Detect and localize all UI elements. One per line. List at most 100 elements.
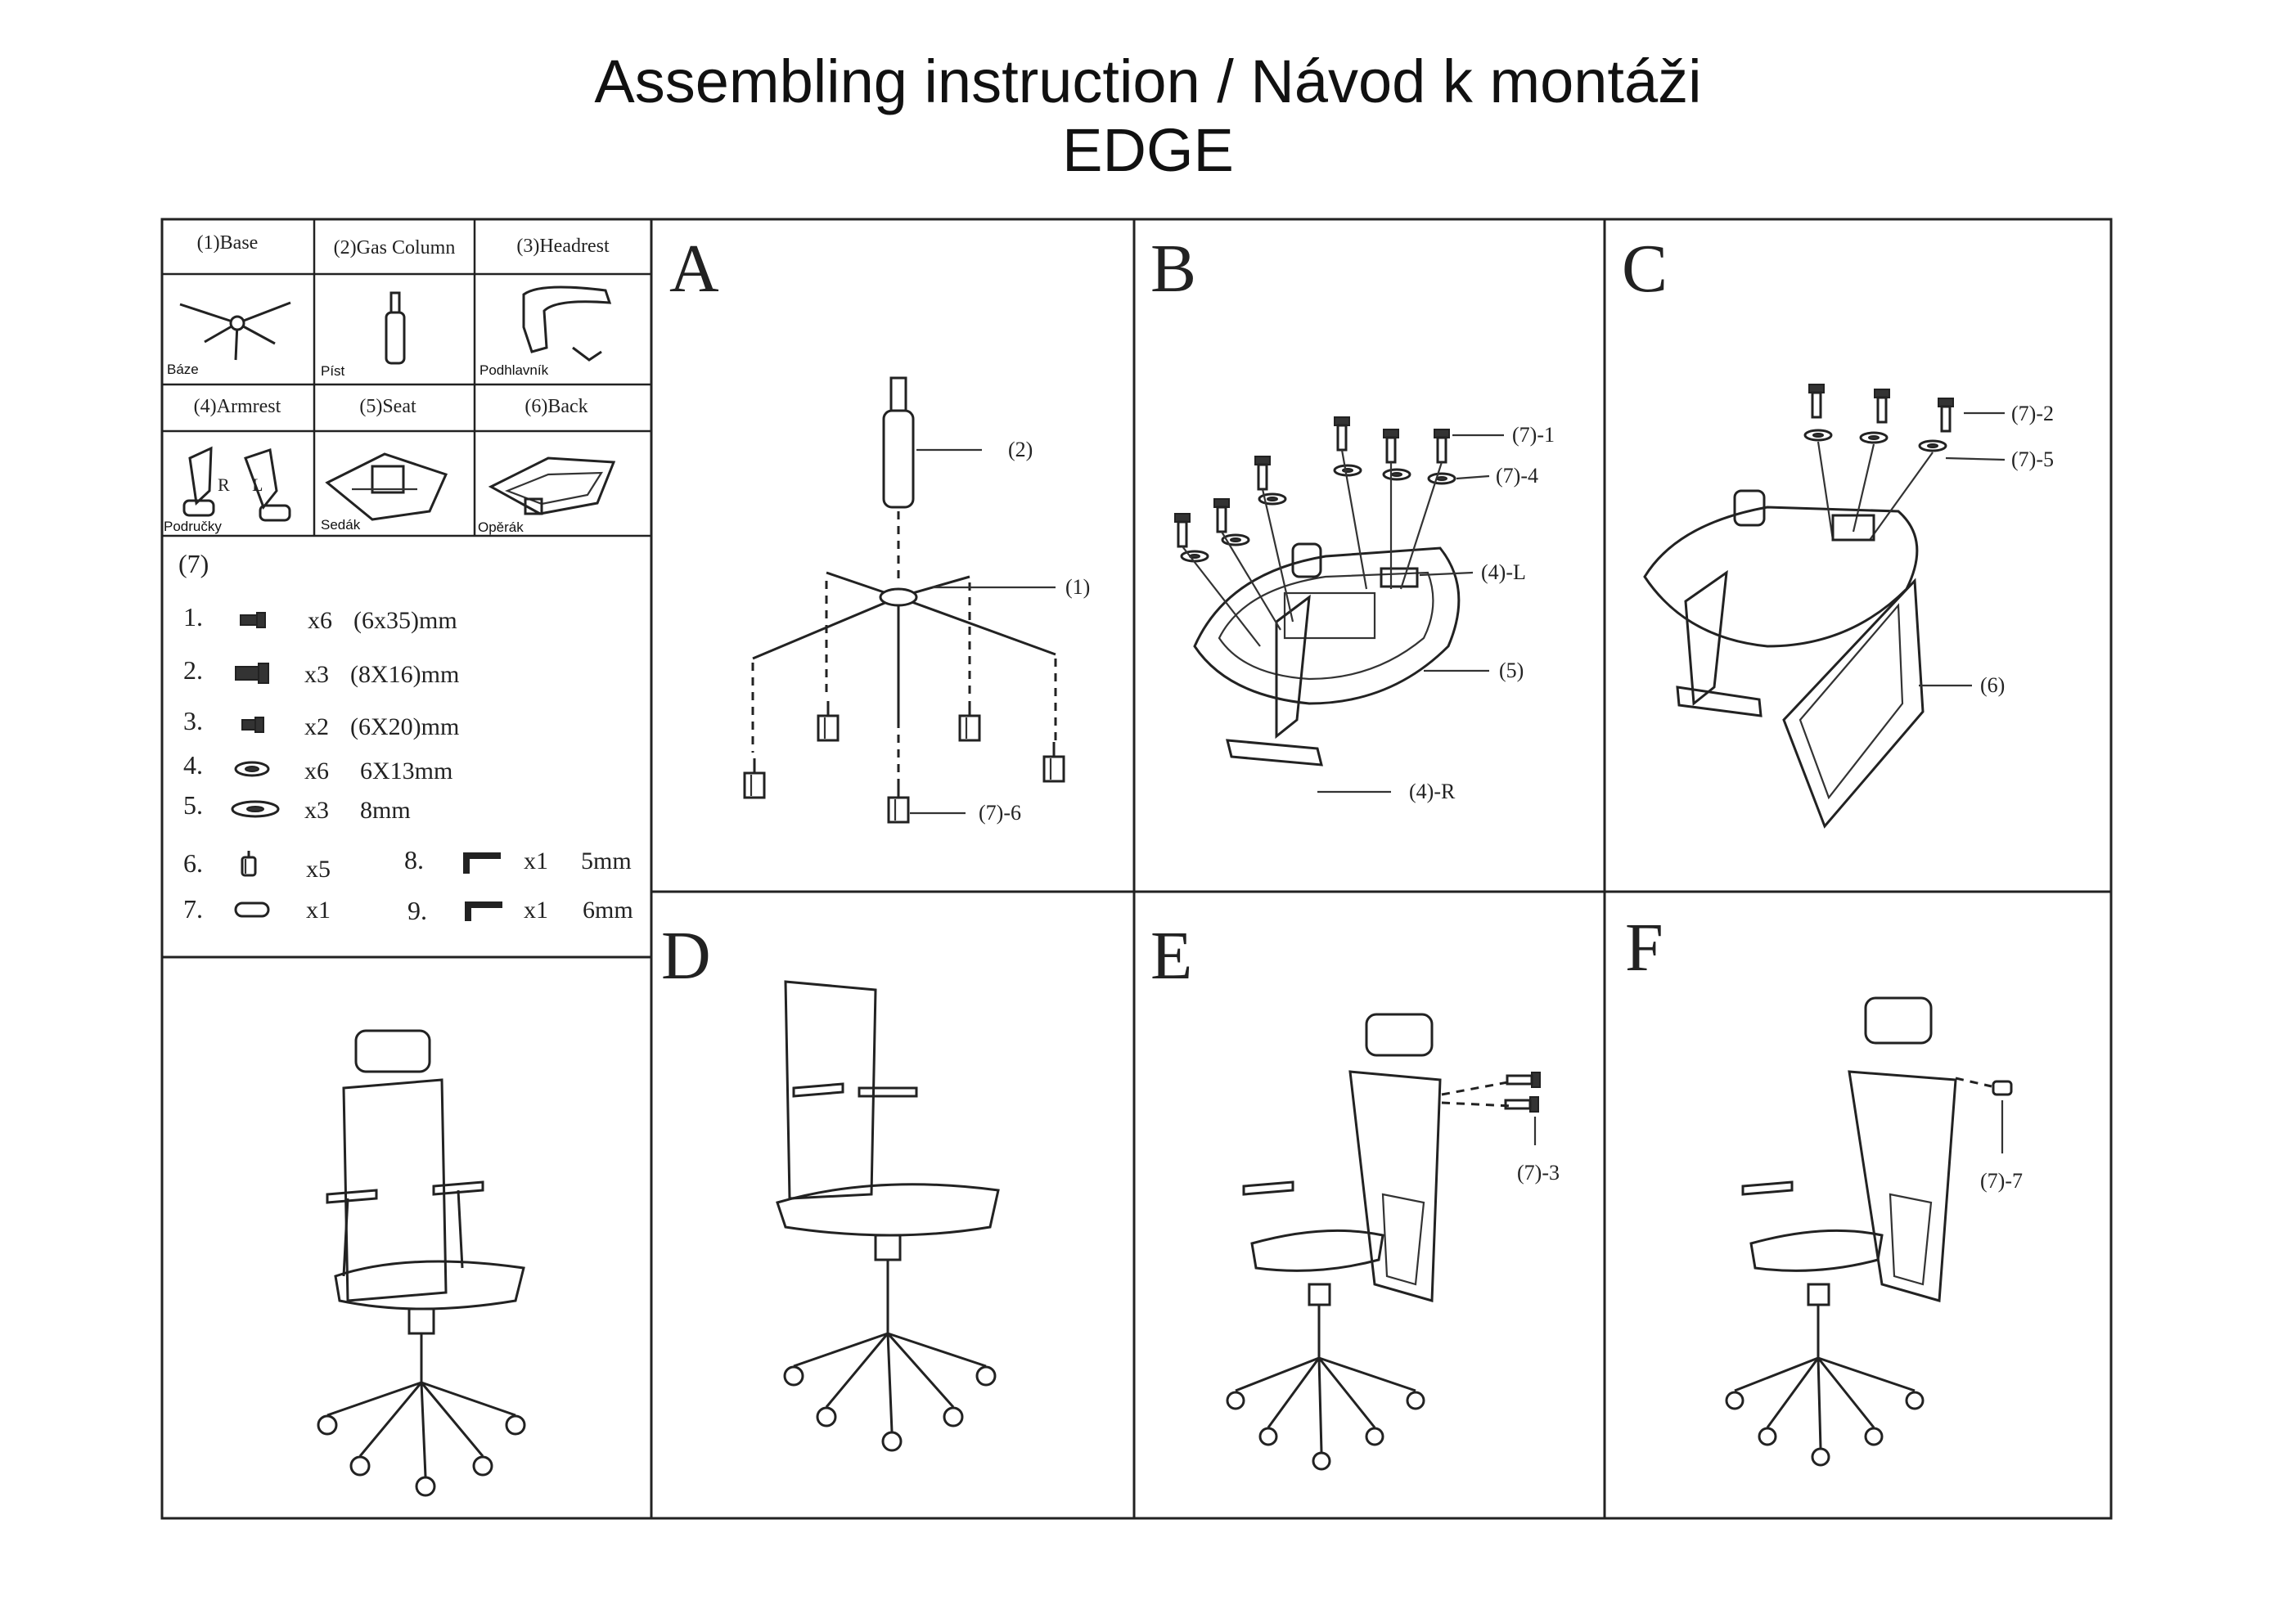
hw-num-9: 9. [407, 896, 427, 925]
callout-a-1: (1) [1065, 575, 1090, 599]
hw-size-1: (6x35)mm [353, 607, 457, 634]
part-name-base: (1)Base [197, 232, 259, 254]
step-c-panel: C (7)-2 (7)-5 (6) [1622, 231, 2054, 829]
part-name-seat: (5)Seat [359, 396, 416, 417]
step-f-letter: F [1625, 910, 1663, 986]
hw-size-2: (8X16)mm [350, 661, 459, 688]
hw-num-1: 1. [183, 602, 203, 632]
part-name-armrest: (4)Armrest [194, 396, 281, 417]
callout-b-5: (5) [1499, 659, 1524, 682]
gas-column-drawing [882, 376, 915, 585]
callout-c-7-2: (7)-2 [2011, 402, 2054, 425]
armrest-right-drawing [1226, 594, 1323, 767]
hw-num-2: 2. [183, 655, 203, 685]
base-drawing [751, 571, 1057, 785]
hw-size-8: 5mm [581, 847, 632, 874]
callout-f-7-7: (7)-7 [1980, 1169, 2023, 1193]
bolt-wide-icon [235, 663, 269, 684]
hw-num-6: 6. [183, 848, 203, 878]
assembled-chair-illustration [317, 1029, 526, 1497]
hw-qty-2: x3 [304, 661, 329, 688]
screws-b [1173, 416, 1456, 647]
step-b-letter: B [1150, 231, 1196, 307]
cap-icon [234, 901, 270, 918]
hw-size-4: 6X13mm [360, 758, 452, 785]
step-e-panel: E (7)-3 [1150, 918, 1560, 1471]
step-b-panel: B (7)-1 (7)-4 (4)-L (5) (4)-R [1150, 231, 1555, 803]
hw-size-9: 6mm [583, 897, 633, 924]
hw-num-4: 4. [183, 750, 203, 780]
step-d-panel: D [661, 918, 1000, 1452]
seat-drawing-c [1643, 489, 1919, 717]
part-caption-seat: Sedák [321, 517, 361, 533]
chair-drawing-e [1226, 1013, 1442, 1471]
title-line-1: Assembling instruction / Návod k montáži [594, 47, 1702, 115]
washer-small-icon [234, 761, 270, 777]
hw-num-5: 5. [183, 790, 203, 820]
callout-a-2: (2) [1008, 438, 1033, 461]
step-c-letter: C [1622, 231, 1668, 307]
part-name-gas-column: (2)Gas Column [334, 237, 456, 259]
base-icon [179, 301, 291, 361]
callout-c-6: (6) [1980, 673, 2005, 697]
callout-b-4-l: (4)-L [1481, 560, 1526, 584]
part-caption-headrest: Podhlavník [479, 362, 549, 378]
hw-num-3: 3. [183, 706, 203, 735]
hw-num-7: 7. [183, 894, 203, 924]
armrest-icon: R L [182, 446, 291, 522]
backrest-drawing-c [1782, 578, 1925, 829]
page-title: Assembling instruction / Návod k montáži… [0, 47, 2296, 185]
callout-c-7-5: (7)-5 [2011, 447, 2054, 471]
callout-e-7-3: (7)-3 [1517, 1161, 1560, 1185]
step-a-panel: A (2) (1) (7)-6 [669, 231, 1090, 825]
callout-b-7-4: (7)-4 [1496, 464, 1538, 488]
step-f-panel: F (7)-7 [1625, 910, 2023, 1467]
title-line-2: EDGE [1062, 116, 1234, 184]
part-name-back: (6)Back [524, 396, 588, 417]
part-caption-armrest: Područky [164, 519, 222, 534]
gas-column-icon [385, 291, 406, 365]
callout-b-4-r: (4)-R [1409, 780, 1456, 803]
allen-key-icon-5mm [463, 852, 501, 874]
hardware-list: (7) 1. x6 (6x35)mm 2. x3 (8X16)mm 3. x2 … [178, 549, 633, 925]
part-caption-base: Báze [167, 362, 199, 377]
headrest-icon [522, 285, 612, 362]
hw-size-5: 8mm [360, 797, 411, 824]
hw-qty-6: x5 [306, 856, 331, 883]
step-d-letter: D [661, 918, 711, 994]
hw-qty-9: x1 [524, 897, 548, 924]
part-caption-gas-column: Píst [321, 363, 345, 379]
step-a-letter: A [669, 231, 719, 307]
caster-icon [241, 851, 257, 877]
hardware-heading: (7) [178, 549, 209, 578]
hw-qty-1: x6 [308, 607, 332, 634]
back-icon [488, 456, 616, 515]
layout-grid [160, 218, 2113, 1520]
parts-table: (1)Base (2)Gas Column (3)Headrest Báze P… [164, 232, 616, 535]
callout-b-7-1: (7)-1 [1512, 423, 1555, 447]
hw-qty-7: x1 [306, 897, 331, 924]
armrest-mark-r: R [218, 474, 230, 495]
callout-a-7-6: (7)-6 [979, 801, 1021, 825]
chair-drawing-f [1725, 996, 1957, 1467]
seat-drawing [1193, 542, 1461, 705]
hw-qty-5: x3 [304, 797, 329, 824]
cap-drawing-f [1955, 1077, 2013, 1153]
allen-key-icon-6mm [465, 901, 502, 921]
armrest-mark-l: L [252, 474, 263, 495]
step-e-letter: E [1150, 918, 1192, 994]
hw-num-8: 8. [404, 845, 424, 874]
washer-large-icon [231, 800, 280, 818]
armrest-left-drawing [1380, 567, 1419, 588]
hw-size-3: (6X20)mm [350, 713, 459, 740]
part-name-headrest: (3)Headrest [516, 236, 610, 257]
chair-drawing-d [776, 980, 1000, 1452]
bolt-short-icon [241, 717, 264, 733]
hw-qty-3: x2 [304, 713, 329, 740]
screws-c [1803, 383, 1955, 542]
hw-qty-8: x1 [524, 847, 548, 874]
bolt-long-icon [240, 612, 266, 628]
hw-qty-4: x6 [304, 758, 329, 785]
seat-icon [325, 452, 448, 521]
